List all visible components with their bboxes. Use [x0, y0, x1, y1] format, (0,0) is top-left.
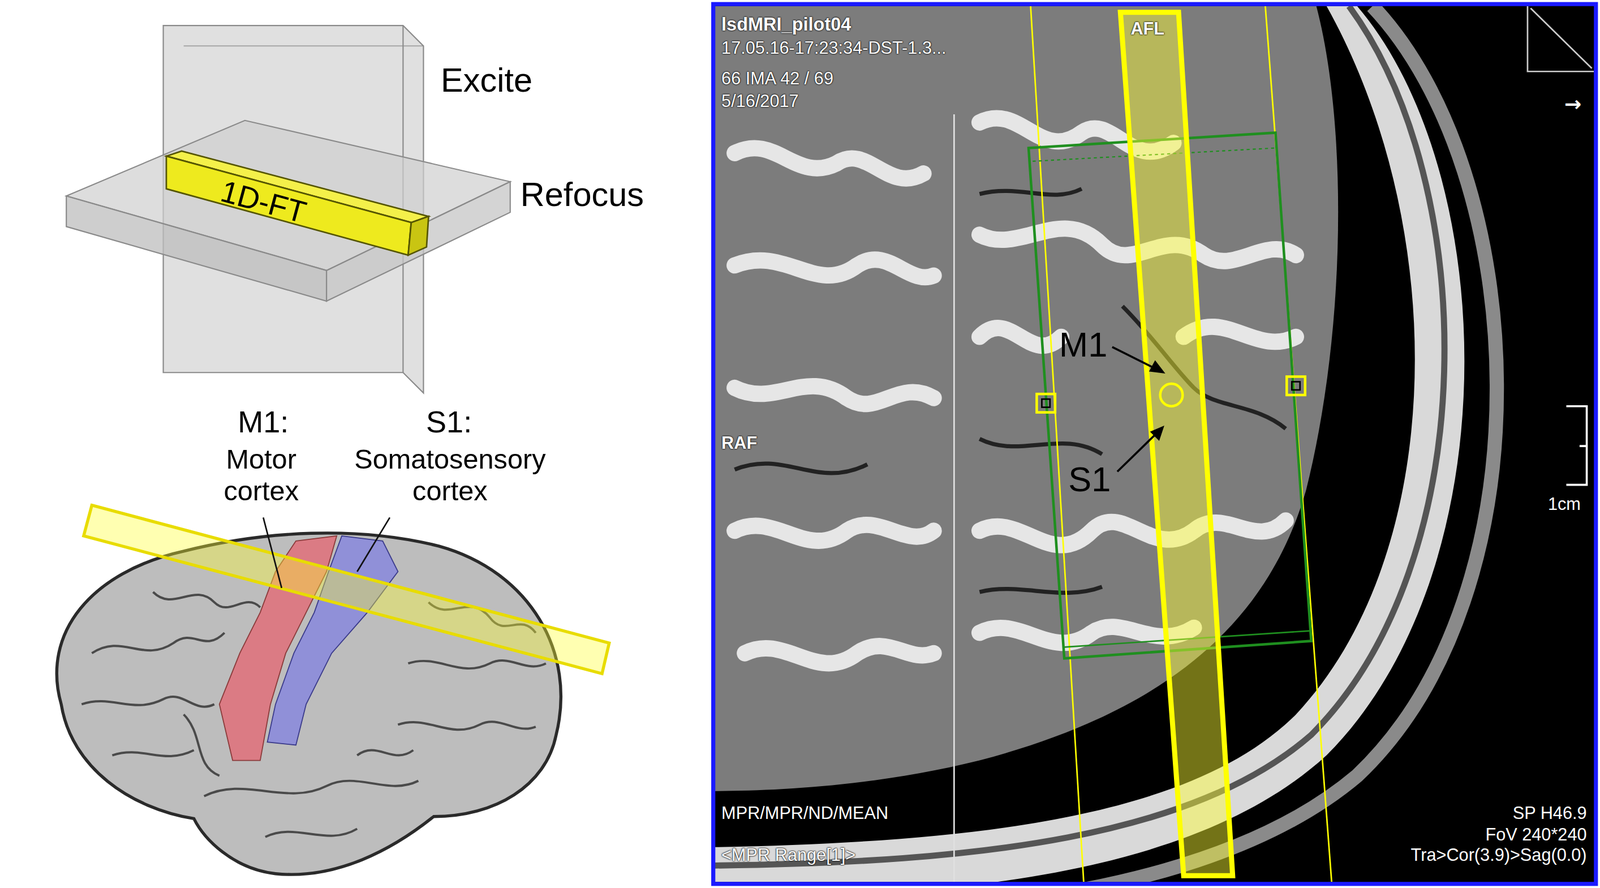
region-name: Motor cortex	[204, 442, 318, 507]
readout-band: 1D-FT	[211, 171, 316, 233]
skull-inner	[714, 6, 1445, 866]
target-circle	[1160, 383, 1184, 407]
scan-info: Tra>Cor(3.9)>Sag(0.0)	[1411, 844, 1587, 865]
scan-info: lsdMRI_pilot04	[721, 14, 851, 36]
sulcus	[734, 463, 868, 473]
scan-info: MPR/MPR/ND/MEAN	[721, 802, 889, 823]
arrow-line	[1112, 346, 1158, 370]
gyrus	[183, 714, 220, 776]
gyrus	[407, 660, 546, 669]
gyrus	[91, 632, 225, 653]
sulcus	[979, 438, 1102, 454]
arrow-line	[1117, 432, 1158, 472]
panel-border	[713, 3, 1597, 884]
scalp	[714, 6, 1498, 882]
scan-info: 66 IMA 42 / 69	[721, 68, 834, 89]
arrowhead	[1149, 360, 1166, 374]
slab-edge	[183, 45, 424, 47]
mri-image	[714, 6, 1595, 882]
midline	[953, 114, 956, 882]
marker-square	[1041, 398, 1050, 407]
refocus-top	[66, 120, 511, 271]
mri-panel	[713, 3, 1597, 888]
scale-label: 1cm	[1547, 493, 1581, 514]
refocus-plane	[66, 120, 511, 301]
scan-info: <MPR Range[1]>	[721, 844, 856, 865]
gyrus	[734, 524, 935, 541]
gyrus	[265, 828, 358, 837]
gyrus	[734, 385, 935, 404]
gyrus	[979, 328, 1061, 346]
skull	[714, 6, 1465, 882]
slab-line	[1030, 6, 1085, 882]
bar-front	[166, 156, 412, 256]
gyrus	[979, 520, 1286, 545]
region-name: Somatosensory cortex	[336, 442, 563, 507]
marker-square	[1286, 376, 1305, 395]
leader-line	[263, 517, 282, 588]
slice-band	[83, 505, 610, 674]
readout-bar	[166, 151, 429, 256]
brain-illustration	[56, 505, 609, 875]
marker-square	[1036, 393, 1055, 412]
readout-column	[1120, 12, 1233, 876]
region-label: M1:	[237, 403, 289, 440]
scale-bracket	[1566, 406, 1587, 485]
band-label: 1D-FT	[217, 174, 310, 230]
region-label: S1:	[426, 403, 472, 440]
scan-info: FoV 240*240	[1485, 824, 1587, 845]
gyrus	[357, 750, 414, 756]
orientation-label: AFL	[1130, 18, 1165, 39]
orientation-label: RAF	[721, 432, 758, 453]
plane-label: Excite	[440, 61, 533, 100]
gyrus	[204, 780, 419, 797]
gyrus	[745, 646, 935, 664]
gyrus	[81, 696, 214, 707]
gyrus	[397, 721, 536, 730]
gyrus	[112, 750, 194, 756]
bar-end	[407, 216, 429, 256]
corner-diagonal	[1530, 7, 1592, 68]
arrowhead	[1150, 425, 1165, 441]
scan-info: SP H46.9	[1512, 802, 1587, 823]
scan-info: 17.05.16-17:23:34-DST-1.3...	[721, 37, 946, 58]
leader-line	[357, 517, 390, 572]
orientation-arrow: →	[1564, 92, 1582, 117]
mri-background	[713, 3, 1597, 884]
gyrus	[734, 148, 924, 179]
sulcus	[979, 586, 1102, 593]
plane-label: Refocus	[520, 175, 644, 214]
region-label: S1	[1068, 459, 1111, 500]
brain-tissue	[714, 6, 1339, 791]
gyrus	[734, 259, 935, 278]
corner-box	[1527, 6, 1594, 72]
scan-info: 5/16/2017	[721, 91, 799, 111]
region-label: M1	[1059, 324, 1108, 365]
marker-square	[1291, 381, 1300, 390]
gyrus	[153, 591, 261, 608]
